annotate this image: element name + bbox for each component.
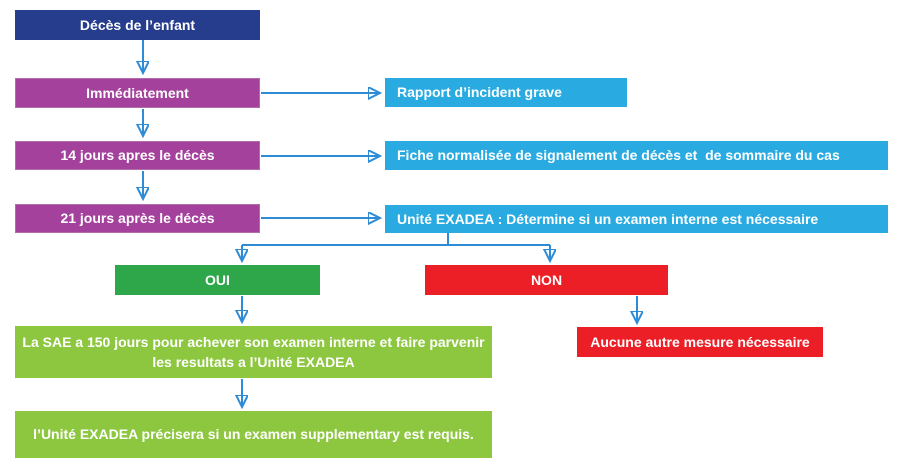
node-14-jours-label: 14 jours apres le décès xyxy=(60,147,215,164)
node-21-jours-label: 21 jours après le décès xyxy=(60,210,215,227)
node-exadea-precisera: l’Unité EXADEA précisera si un examen su… xyxy=(15,411,492,458)
node-decision-oui-label: OUI xyxy=(205,271,230,288)
node-decision-non: NON xyxy=(425,265,668,295)
node-sae-150-jours-line1: La SAE a 150 jours pour achever son exam… xyxy=(22,333,485,350)
node-14-jours: 14 jours apres le décès xyxy=(15,141,260,170)
branch-elbow xyxy=(242,233,550,246)
node-sae-150-jours-line2: les resultats a l’Unité EXADEA xyxy=(152,354,355,370)
node-fiche-normalisee: Fiche normalisée de signalement de décès… xyxy=(385,141,888,170)
node-deces-enfant: Décès de l’enfant xyxy=(15,10,260,40)
node-unite-exadea-determine: Unité EXADEA : Détermine si un examen in… xyxy=(385,205,888,233)
node-sae-150-jours: La SAE a 150 jours pour achever son exam… xyxy=(15,326,492,378)
node-immediatement: Immédiatement xyxy=(15,78,260,108)
node-rapport-incident: Rapport d’incident grave xyxy=(385,78,627,107)
node-deces-enfant-label: Décès de l’enfant xyxy=(79,16,196,33)
node-aucune-mesure-label: Aucune autre mesure nécessaire xyxy=(590,333,810,350)
node-21-jours: 21 jours après le décès xyxy=(15,204,260,233)
node-decision-non-label: NON xyxy=(530,271,563,288)
node-rapport-incident-label: Rapport d’incident grave xyxy=(397,84,562,101)
node-immediatement-label: Immédiatement xyxy=(86,84,189,101)
node-decision-oui: OUI xyxy=(115,265,320,295)
node-fiche-normalisee-label: Fiche normalisée de signalement de décès… xyxy=(397,147,840,164)
node-unite-exadea-determine-label: Unité EXADEA : Détermine si un examen in… xyxy=(397,210,819,227)
node-exadea-precisera-label: l’Unité EXADEA précisera si un examen su… xyxy=(33,426,474,443)
node-aucune-mesure: Aucune autre mesure nécessaire xyxy=(577,327,823,357)
